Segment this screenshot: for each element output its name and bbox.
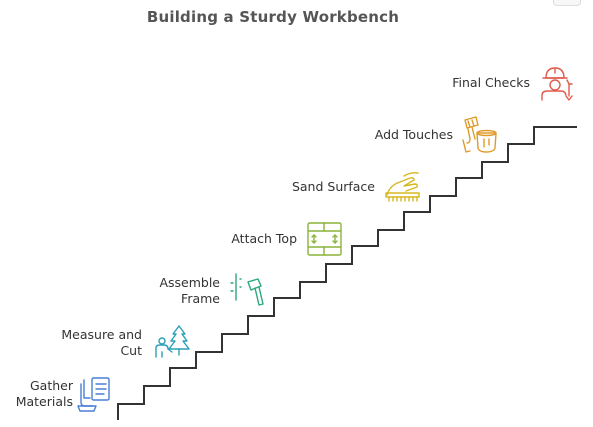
step-label-add-touches: Add Touches (375, 127, 453, 143)
diagram-title: Building a Sturdy Workbench (146, 8, 400, 26)
step-label-line: Assemble (159, 275, 220, 290)
step-label-line: Gather (30, 378, 73, 393)
step-label-line: Add Touches (374, 127, 453, 142)
hammer-icon (230, 273, 264, 306)
step-label-sand-surface: Sand Surface (292, 179, 375, 195)
step-label-line: Sand Surface (291, 179, 375, 194)
paint-brush-bucket-icon (462, 116, 497, 153)
corner-tab (553, 0, 581, 6)
step-label-assemble-frame: Assemble Frame (159, 275, 220, 307)
worker-wrench-icon (541, 67, 573, 101)
person-tree-icon (155, 325, 190, 358)
step-label-line: Frame (181, 291, 220, 306)
step-label-measure-and-cut: Measure and Cut (61, 327, 142, 359)
step-label-line: Measure and (61, 327, 142, 342)
sanding-hand-icon (385, 172, 420, 202)
step-label-line: Attach Top (231, 231, 297, 246)
step-label-line: Final Checks (452, 75, 530, 90)
staircase-line (117, 126, 577, 420)
grid-panel-icon (307, 222, 342, 256)
step-label-line: Cut (120, 343, 142, 358)
step-label-line: Materials (15, 394, 73, 409)
step-label-attach-top: Attach Top (231, 231, 297, 247)
step-label-gather-materials: Gather Materials (16, 378, 73, 410)
clipboard-checklist-icon (77, 377, 110, 412)
step-label-final-checks: Final Checks (452, 75, 530, 91)
